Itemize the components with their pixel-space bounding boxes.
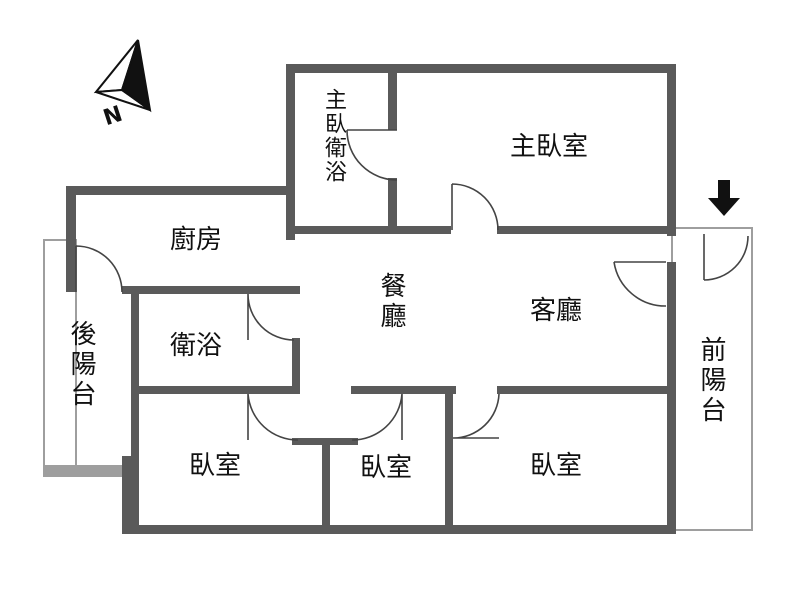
room-label-bedroom-right: 臥室 xyxy=(530,451,583,481)
entrance-arrow-icon xyxy=(708,180,740,216)
room-label-living: 客廳 xyxy=(530,296,583,326)
room-label-kitchen: 廚房 xyxy=(170,225,223,255)
north-arrow-icon xyxy=(93,39,152,113)
walls xyxy=(66,64,676,534)
room-label-bathroom: 衛浴 xyxy=(170,331,223,361)
room-label-rear-balcony: 後陽台 xyxy=(66,320,96,410)
room-label-front-balcony: 前陽台 xyxy=(696,336,726,426)
room-label-master-bath: 主臥衛浴 xyxy=(321,88,346,184)
room-label-master-bedroom: 主臥室 xyxy=(510,132,589,162)
room-label-bedroom-left: 臥室 xyxy=(189,451,242,481)
room-label-dining: 餐廳 xyxy=(376,272,406,332)
room-label-bedroom-middle: 臥室 xyxy=(360,453,413,483)
door-swings xyxy=(75,129,749,441)
